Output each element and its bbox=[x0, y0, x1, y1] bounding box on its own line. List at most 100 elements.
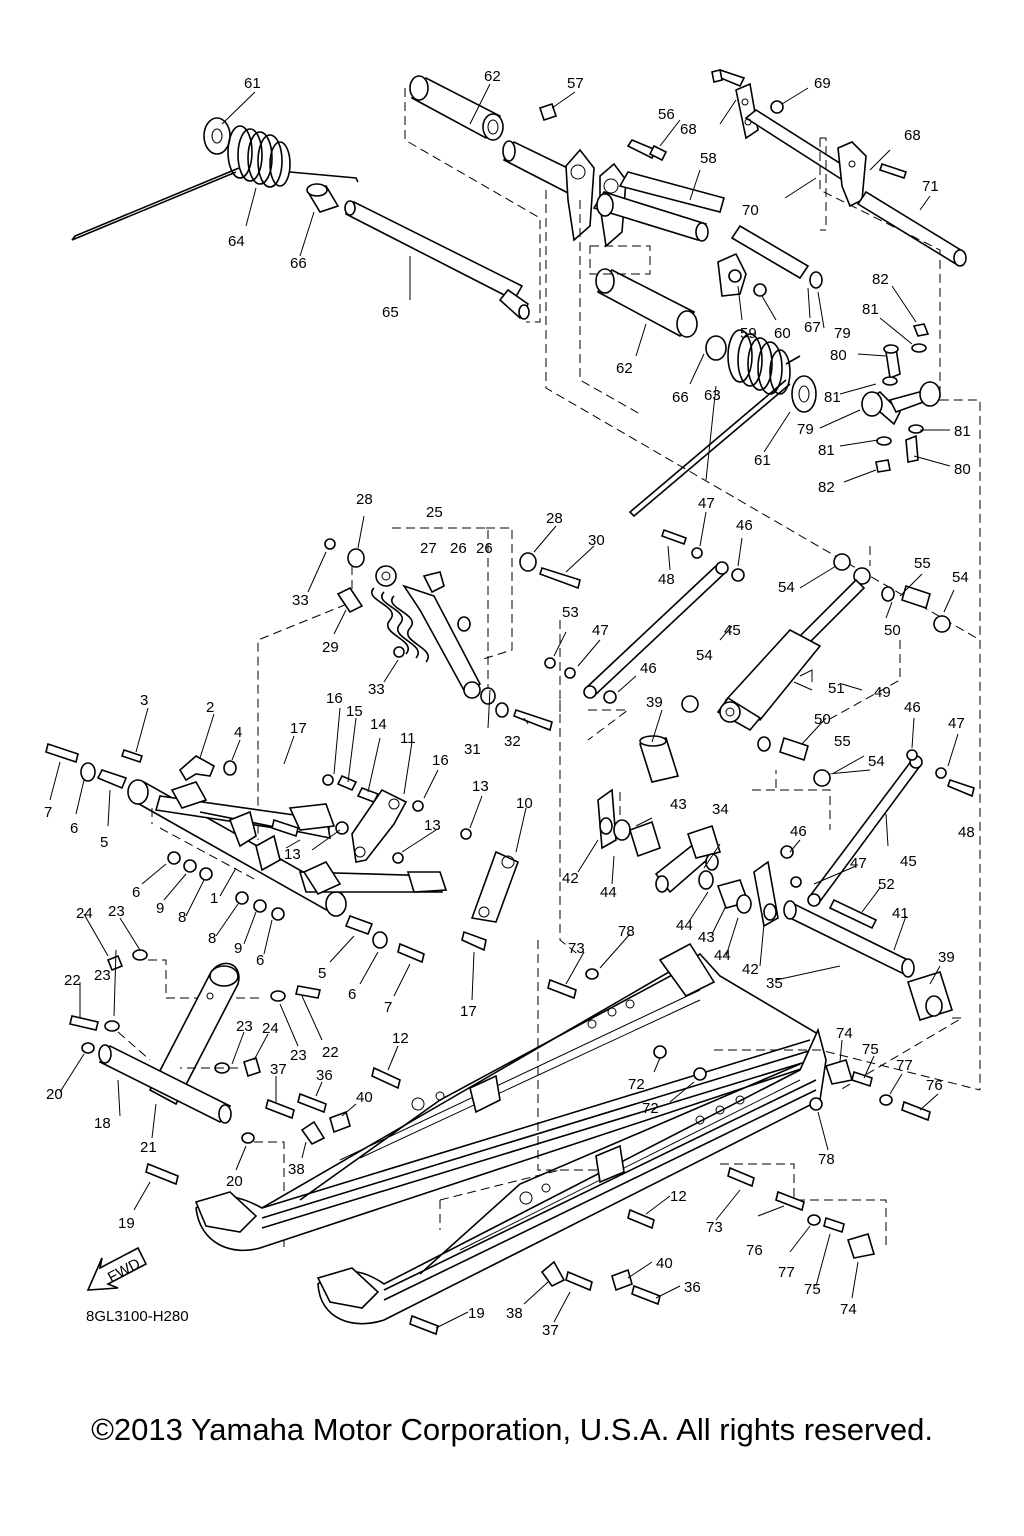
exploded-parts-diagram: FWD 61 62 57 69 56 68 68 58 71 70 64 66 … bbox=[44, 68, 981, 1339]
washer-81b bbox=[882, 376, 898, 386]
nut-13b bbox=[392, 852, 404, 864]
callout-80: 80 bbox=[954, 461, 971, 478]
slide-rail-assembly bbox=[145, 940, 981, 1336]
callout-78: 78 bbox=[618, 923, 635, 940]
nut-13a bbox=[335, 821, 349, 835]
bushing-54d bbox=[813, 769, 831, 787]
callout-17: 17 bbox=[460, 1003, 477, 1020]
callout-44: 44 bbox=[676, 917, 693, 934]
callout-40: 40 bbox=[656, 1255, 673, 1272]
collar-14 bbox=[356, 786, 380, 804]
callout-50: 50 bbox=[814, 711, 831, 728]
callout-47: 47 bbox=[698, 495, 715, 512]
callout-77: 77 bbox=[896, 1057, 913, 1074]
callout-40: 40 bbox=[356, 1089, 373, 1106]
callout-6: 6 bbox=[132, 884, 140, 901]
callout-38: 38 bbox=[506, 1305, 523, 1322]
bolt-36a bbox=[297, 1092, 327, 1114]
callout-46: 46 bbox=[736, 517, 753, 534]
bushing-26 bbox=[457, 616, 471, 632]
callout-54: 54 bbox=[952, 569, 969, 586]
callout-31: 31 bbox=[464, 741, 481, 758]
callout-29: 29 bbox=[322, 639, 339, 656]
callout-46: 46 bbox=[790, 823, 807, 840]
nut-8b bbox=[235, 891, 249, 905]
collar-5a bbox=[96, 769, 128, 790]
block-40b bbox=[611, 1268, 633, 1292]
callout-60: 60 bbox=[774, 325, 791, 342]
bolt-17a bbox=[271, 818, 299, 838]
washer-20b bbox=[241, 1132, 255, 1144]
bolt-3 bbox=[120, 748, 144, 764]
callout-34: 34 bbox=[712, 801, 729, 818]
washer-81d bbox=[876, 436, 892, 446]
callout-28: 28 bbox=[356, 491, 373, 508]
callout-58: 58 bbox=[700, 150, 717, 167]
washer-23c bbox=[270, 990, 286, 1002]
bolt-30 bbox=[538, 567, 581, 590]
callout-44: 44 bbox=[714, 947, 731, 964]
callout-74: 74 bbox=[840, 1301, 857, 1318]
washer-47b bbox=[564, 667, 576, 679]
link-45a bbox=[583, 561, 729, 699]
collar-72b bbox=[693, 1067, 707, 1081]
callout-45: 45 bbox=[724, 622, 741, 639]
bolt-37a bbox=[265, 1098, 295, 1120]
bushing-44b bbox=[698, 870, 714, 890]
callout-37: 37 bbox=[542, 1322, 559, 1339]
shaft-18 bbox=[98, 1044, 232, 1124]
callout-4: 4 bbox=[234, 724, 242, 741]
callout-69: 69 bbox=[814, 75, 831, 92]
callout-17: 17 bbox=[290, 720, 307, 737]
nut-46b bbox=[603, 690, 617, 704]
collar-43a bbox=[629, 820, 661, 858]
bushing-75b bbox=[823, 1216, 845, 1234]
collar-72a bbox=[653, 1045, 667, 1059]
callout-50: 50 bbox=[884, 622, 901, 639]
callout-79: 79 bbox=[834, 325, 851, 342]
nut-24a bbox=[106, 954, 124, 972]
callout-46: 46 bbox=[904, 699, 921, 716]
callout-81: 81 bbox=[862, 301, 879, 318]
callout-35: 35 bbox=[766, 975, 783, 992]
callout-59: 59 bbox=[740, 325, 757, 342]
collar-29 bbox=[336, 586, 364, 614]
slider-74b bbox=[846, 1233, 876, 1259]
callout-61: 61 bbox=[244, 75, 261, 92]
washer-81c bbox=[908, 424, 924, 434]
callout-81: 81 bbox=[818, 442, 835, 459]
callout-19: 19 bbox=[118, 1215, 135, 1232]
bolt-36b bbox=[631, 1284, 661, 1306]
callout-78: 78 bbox=[818, 1151, 835, 1168]
clamp-79 bbox=[861, 381, 942, 426]
callout-leaders bbox=[49, 83, 959, 1329]
callout-81: 81 bbox=[824, 389, 841, 406]
callout-44: 44 bbox=[600, 884, 617, 901]
bracket-42a bbox=[597, 788, 617, 850]
plate-38a bbox=[300, 1120, 326, 1146]
nut-8a bbox=[199, 867, 213, 881]
guide-2 bbox=[178, 755, 216, 782]
callout-11: 11 bbox=[400, 730, 416, 747]
callout-77: 77 bbox=[778, 1264, 795, 1281]
callout-74: 74 bbox=[836, 1025, 853, 1042]
callout-65: 65 bbox=[382, 304, 399, 321]
callout-23: 23 bbox=[236, 1018, 253, 1035]
callout-82: 82 bbox=[872, 271, 889, 288]
bolt-22a bbox=[69, 1015, 99, 1031]
bolt-48b bbox=[947, 778, 975, 798]
callout-9: 9 bbox=[234, 940, 242, 957]
callout-33: 33 bbox=[368, 681, 385, 698]
callout-23: 23 bbox=[94, 967, 111, 984]
bolt-17b bbox=[461, 930, 487, 952]
callout-51: 51 bbox=[828, 680, 845, 697]
callout-24: 24 bbox=[76, 905, 93, 922]
nut-53 bbox=[544, 657, 556, 669]
plate-38b bbox=[540, 1260, 566, 1288]
callout-33: 33 bbox=[292, 592, 309, 609]
callout-19: 19 bbox=[468, 1305, 485, 1322]
arm-34 bbox=[654, 824, 722, 894]
callout-8: 8 bbox=[208, 930, 216, 947]
callout-32: 32 bbox=[504, 733, 521, 750]
bolt-37b bbox=[565, 1270, 593, 1292]
